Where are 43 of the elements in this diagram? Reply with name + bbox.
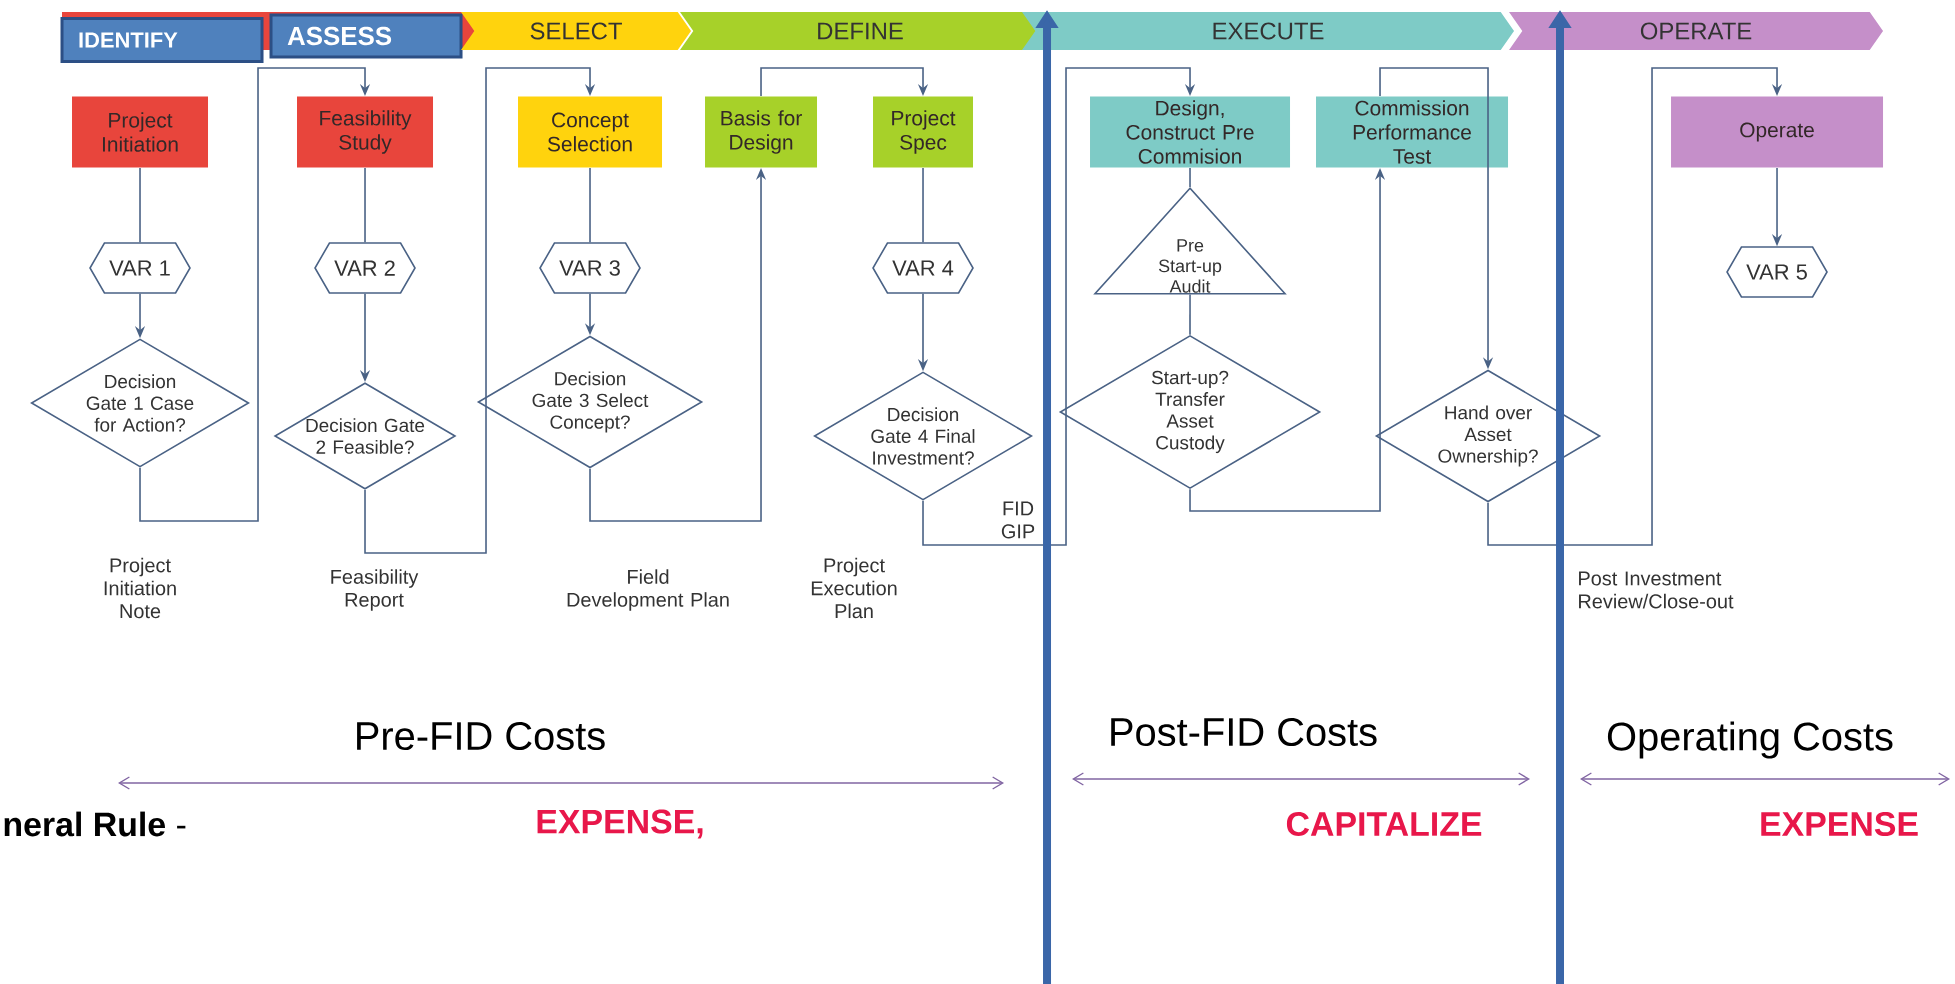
phase-band: EXECUTE	[1022, 12, 1515, 50]
connector-line	[1189, 167, 1191, 188]
connector-line	[139, 167, 141, 243]
process-box: Design, Construct Pre Commision	[1090, 96, 1290, 168]
connector-line	[922, 167, 924, 243]
connector-line	[1189, 293, 1191, 336]
phase-label: ASSESS	[269, 13, 463, 59]
cost-label: Operating Costs	[1607, 721, 1893, 759]
hexagon: VAR 1	[89, 242, 191, 294]
phase-band: OPERATE	[1509, 12, 1884, 50]
process-box: Project Spec	[873, 96, 973, 168]
deliverable-label: Project Initiation Note	[104, 557, 176, 619]
arrow	[364, 67, 596, 554]
arrow	[760, 67, 929, 97]
arrow	[1487, 67, 1783, 546]
cost-label: Post-FID Costs	[1111, 717, 1377, 747]
arrow	[139, 67, 371, 522]
phase-label: IDENTIFY	[60, 17, 264, 63]
process-box: Commission Performance Test	[1316, 96, 1509, 168]
process-box: Feasibility Study	[297, 96, 433, 168]
hexagon: VAR 5	[1726, 246, 1828, 298]
process-box: Project Initiation	[72, 96, 208, 168]
cost-label: neral Rule -	[4, 811, 186, 837]
cost-label: EXPENSE	[1761, 812, 1918, 836]
process-box: Basis for Design	[705, 96, 817, 168]
cost-label: EXPENSE,	[537, 809, 703, 839]
hexagon: VAR 3	[539, 242, 641, 294]
phase-band: DEFINE	[680, 12, 1040, 50]
cost-label: Pre-FID Costs	[357, 721, 605, 751]
connector-line	[364, 167, 366, 243]
cost-label: CAPITALIZE	[1286, 812, 1482, 836]
deliverable-label: Feasibility Report	[331, 569, 419, 611]
deliverable-label: Project Execution Plan	[811, 557, 897, 619]
gate-label: FID GIP	[1001, 501, 1035, 539]
connector-line	[589, 167, 591, 243]
deliverable-label: Field Development Plan	[567, 569, 729, 611]
hexagon: VAR 4	[872, 242, 974, 294]
phase-band: SELECT	[461, 12, 691, 50]
hexagon: VAR 2	[314, 242, 416, 294]
arrow	[922, 67, 1196, 546]
process-box: Operate	[1671, 96, 1884, 168]
deliverable-label: Post Investment Review/Close-out	[1579, 571, 1734, 609]
process-box: Concept Selection	[518, 96, 662, 168]
